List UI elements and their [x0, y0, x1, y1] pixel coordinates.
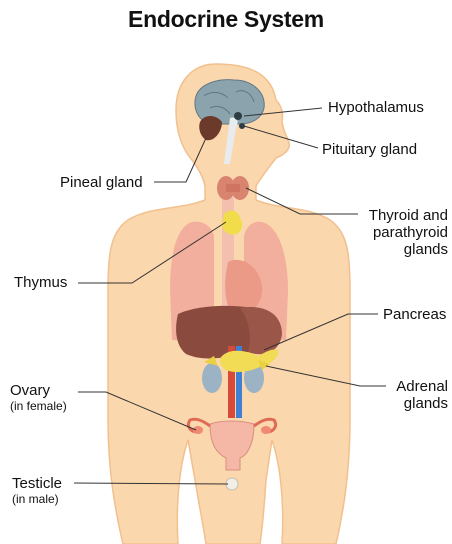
thyroid-line-3: glands	[369, 241, 448, 258]
testicle-name: Testicle	[12, 475, 62, 492]
label-thyroid-parathyroid: Thyroid and parathyroid glands	[369, 207, 448, 258]
thyroid-line-1: Thyroid and	[369, 207, 448, 224]
label-ovary: Ovary (in female)	[10, 382, 67, 414]
label-hypothalamus: Hypothalamus	[328, 99, 424, 116]
thyroid-line-2: parathyroid	[369, 224, 448, 241]
adrenal-line-1: Adrenal	[396, 378, 448, 395]
label-pancreas: Pancreas	[383, 306, 446, 323]
label-pituitary-gland: Pituitary gland	[322, 141, 417, 158]
adrenal-line-2: glands	[396, 395, 448, 412]
ovary-note: (in female)	[10, 399, 67, 414]
label-pineal-gland: Pineal gland	[60, 174, 143, 191]
diagram-title: Endocrine System	[0, 6, 452, 33]
ovary-name: Ovary	[10, 382, 67, 399]
label-testicle: Testicle (in male)	[12, 475, 62, 507]
testicle-note: (in male)	[12, 492, 62, 507]
label-thymus: Thymus	[14, 274, 67, 291]
label-adrenal-glands: Adrenal glands	[396, 378, 448, 412]
